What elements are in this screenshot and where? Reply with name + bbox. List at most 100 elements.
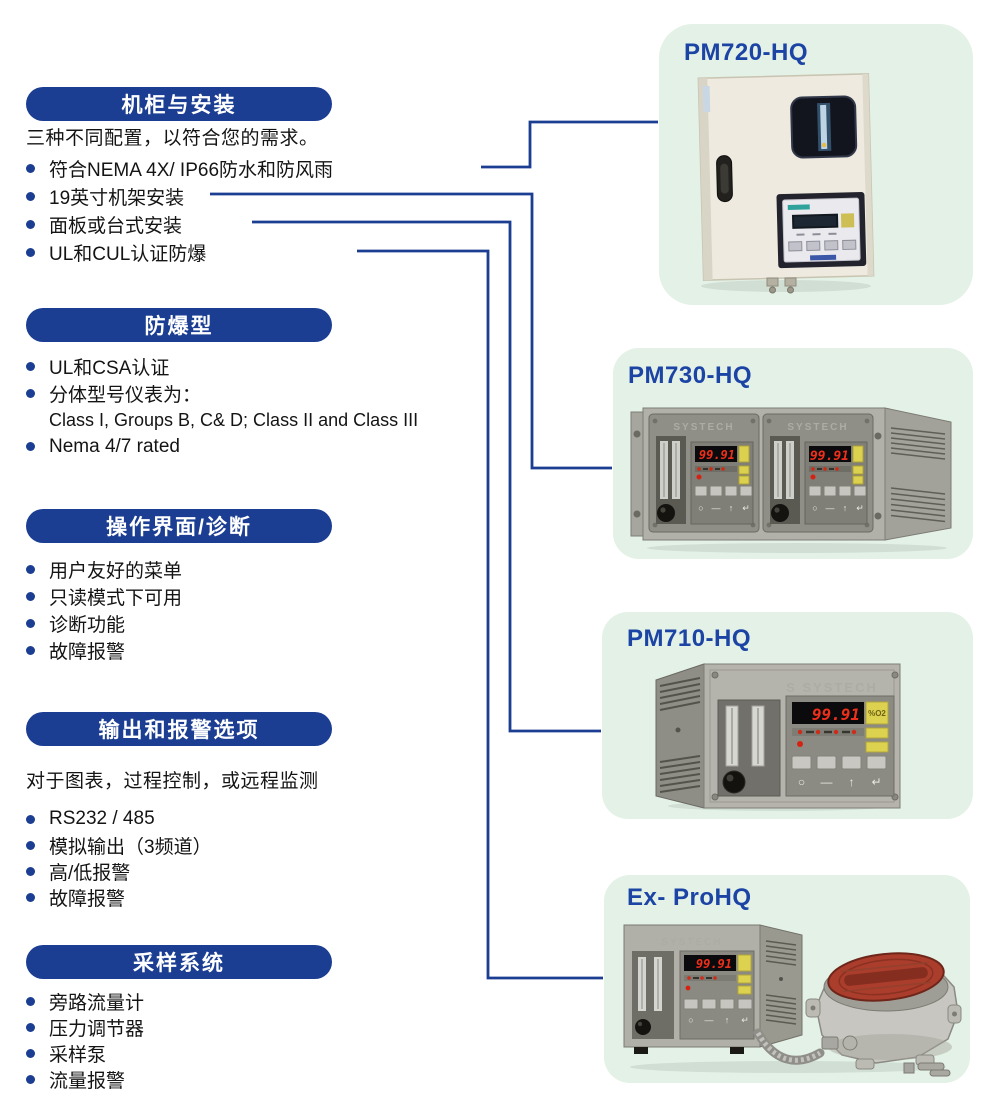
feature-item: 用户友好的菜单	[18, 556, 182, 583]
bullet-dot	[26, 996, 35, 1006]
feature-item: 分体型号仪表为：	[18, 380, 418, 407]
led-display	[695, 446, 737, 462]
product-name: PM720-HQ	[684, 39, 809, 66]
bullet-dot	[26, 163, 35, 173]
feature-text: 旁路流量计	[49, 992, 145, 1014]
feature-item-continuation: Class I, Groups B, C& D; Class II and Cl…	[18, 407, 418, 433]
feature-text: 符合NEMA 4X/ IP66防水和防风雨	[49, 159, 334, 181]
class-rating-note: Class I, Groups B, C& D; Class II and Cl…	[49, 409, 419, 430]
explosion-proof-feature-list: UL和CSA认证 分体型号仪表为： Class I, Groups B, C& …	[18, 353, 418, 460]
feature-text: 压力调节器	[49, 1018, 145, 1040]
product-name: Ex- ProHQ	[627, 884, 752, 911]
pm720-product-image	[697, 73, 875, 294]
led-display	[684, 955, 736, 971]
analyzer-module-right: SYSTECH 99.91 ○ —	[762, 413, 874, 533]
bullet-dot	[26, 892, 35, 902]
feature-item: 故障报警	[18, 637, 182, 664]
svg-text:○: ○	[698, 503, 703, 513]
svg-text:○: ○	[688, 1015, 693, 1025]
brand-emboss: SYSTECH	[787, 422, 848, 433]
product-card-pm730hq: PM730-HQ SYSTECH	[613, 348, 973, 559]
section-header-sampling-system: 采样系统	[26, 945, 332, 979]
section-header-outputs-alarms: 输出和报警选项	[26, 712, 332, 746]
feature-item: RS232 / 485	[18, 806, 212, 832]
product-card-exprohq: Ex- ProHQ SYSTECH 99.91	[604, 875, 970, 1083]
feature-text: 高/低报警	[49, 862, 131, 884]
brand-emboss: SYSTECH	[673, 422, 734, 433]
pm710-product-image: S SYSTECH 99.91 %O2 ○ — ↑ ↵	[655, 663, 901, 811]
feature-text: 流量报警	[49, 1070, 126, 1092]
feature-text: Nema 4/7 rated	[49, 435, 180, 457]
bullet-dot	[26, 866, 35, 876]
section-header-cabinet-mounting: 机柜与安装	[26, 87, 332, 121]
section-title: 机柜与安装	[121, 94, 237, 117]
connector-pm720	[481, 120, 658, 169]
svg-text:○: ○	[798, 775, 805, 789]
svg-text:↑: ↑	[729, 503, 734, 513]
led-display-value: 99.91	[696, 957, 732, 971]
svg-text:○: ○	[812, 503, 817, 513]
svg-text:↑: ↑	[725, 1015, 730, 1025]
product-name: PM730-HQ	[628, 362, 753, 389]
feature-text: 故障报警	[49, 888, 126, 910]
feature-item: 诊断功能	[18, 610, 182, 637]
flow-knob	[722, 770, 746, 794]
feature-text: 诊断功能	[49, 615, 126, 636]
feature-text: 故障报警	[49, 642, 126, 663]
svg-text:—: —	[821, 775, 833, 789]
feature-item: 流量报警	[18, 1066, 144, 1092]
outputs-intro: 对于图表，过程控制，或远程监测	[26, 771, 319, 792]
feature-item: Nema 4/7 rated	[18, 433, 418, 460]
feature-item: 只读模式下可用	[18, 583, 182, 610]
feature-text: 19英寸机架安装	[49, 187, 185, 209]
feature-text: 采样泵	[49, 1044, 107, 1066]
cabinet-feature-list: 符合NEMA 4X/ IP66防水和防风雨 19英寸机架安装 面板或台式安装 U…	[18, 154, 333, 266]
svg-text:↵: ↵	[741, 1015, 749, 1025]
section-title: 操作界面/诊断	[106, 516, 252, 539]
flow-knob	[657, 504, 675, 522]
led-display	[809, 446, 851, 462]
feature-item: 19英寸机架安装	[18, 182, 333, 210]
product-card-pm710hq: PM710-HQ S SYSTECH 99.91 %O2	[602, 612, 973, 819]
section-title: 输出和报警选项	[98, 719, 260, 742]
led-display	[792, 702, 864, 724]
analyzer-module-left: SYSTECH 99.91 ○ —	[648, 413, 760, 533]
svg-text:—: —	[826, 503, 835, 513]
feature-text: UL和CSA认证	[49, 358, 170, 379]
rack-ear-left	[630, 411, 644, 537]
bullet-dot	[26, 389, 35, 398]
exprohq-product-image: SYSTECH 99.91 ○ — ↑ ↵	[623, 924, 962, 1077]
unit-badge	[865, 701, 889, 725]
sampling-feature-list: 旁路流量计 压力调节器 采样泵 流量报警	[18, 988, 144, 1092]
svg-text:↵: ↵	[742, 503, 750, 513]
svg-text:↑: ↑	[849, 775, 855, 789]
interface-feature-list: 用户友好的菜单 只读模式下可用 诊断功能 故障报警	[18, 556, 182, 664]
bullet-dot	[26, 442, 35, 451]
bullet-dot	[26, 1074, 35, 1084]
cabinet-intro: 三种不同配置，以符合您的需求。	[26, 128, 319, 149]
explosion-proof-housing	[805, 952, 962, 1077]
led-display-value: 99.91	[812, 705, 860, 724]
outputs-feature-list: RS232 / 485 模拟输出（3频道） 高/低报警 故障报警	[18, 806, 212, 910]
feature-item: UL和CSA认证	[18, 353, 418, 380]
bullet-dot	[26, 592, 35, 601]
feature-item: 旁路流量计	[18, 988, 144, 1014]
section-title: 采样系统	[133, 952, 225, 975]
bullet-dot	[26, 219, 35, 229]
svg-text:↵: ↵	[871, 775, 881, 789]
feature-text: RS232 / 485	[49, 808, 155, 829]
product-name: PM710-HQ	[627, 625, 752, 652]
feature-item: 面板或台式安装	[18, 210, 333, 238]
feature-text: UL和CUL认证防爆	[49, 243, 207, 265]
svg-text:—: —	[712, 503, 721, 513]
feature-item: 压力调节器	[18, 1014, 144, 1040]
bullet-dot	[26, 840, 35, 850]
svg-text:—: —	[705, 1015, 714, 1025]
feature-item: 符合NEMA 4X/ IP66防水和防风雨	[18, 154, 333, 182]
feature-item: 采样泵	[18, 1040, 144, 1066]
svg-text:↑: ↑	[843, 503, 848, 513]
flow-knob	[771, 504, 789, 522]
brand-emboss: SYSTECH	[661, 937, 722, 948]
feature-item: UL和CUL认证防爆	[18, 238, 333, 266]
